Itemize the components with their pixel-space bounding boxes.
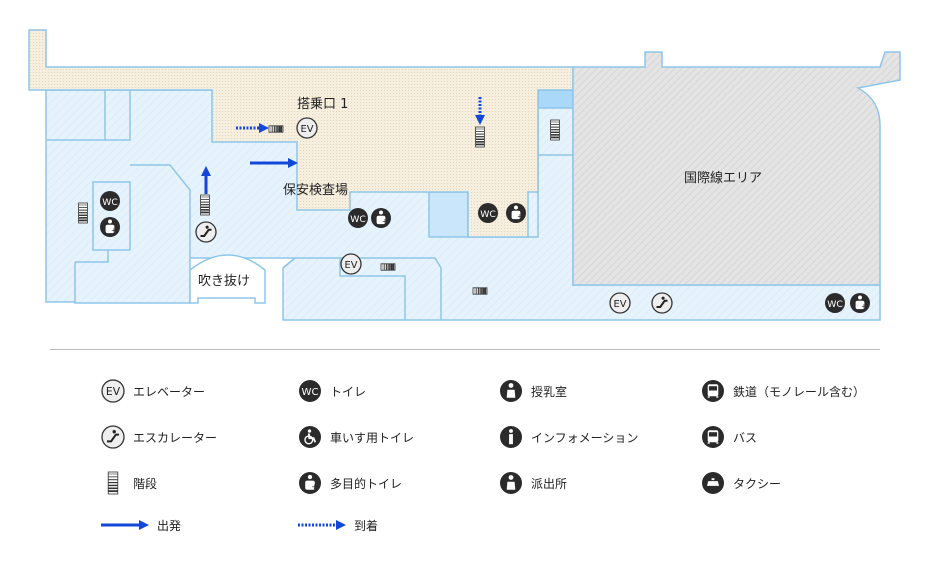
legend-item: + 多目的トイレ — [298, 471, 402, 495]
svg-text:EV: EV — [106, 385, 121, 398]
legend-label: エレベーター — [133, 384, 206, 399]
svg-text:WC: WC — [301, 387, 318, 398]
elevator-icon: EV — [340, 253, 362, 275]
divider — [50, 349, 880, 350]
legend-label: バス — [733, 430, 758, 445]
multipurpose-toilet-icon: + — [299, 472, 321, 494]
security-label: 保安検査場 — [283, 183, 348, 198]
stairs-icon — [268, 125, 284, 133]
atrium-label: 吹き抜け — [198, 273, 250, 289]
arrival-arrow-icon — [298, 520, 346, 530]
legend-item: タクシー — [701, 471, 781, 495]
departure-arrow-icon — [250, 158, 298, 168]
stairs-icon — [380, 263, 396, 271]
svg-text:WC: WC — [480, 209, 496, 220]
arrival-arrow-icon — [236, 123, 269, 133]
elevator-icon: EV — [101, 379, 125, 403]
multipurpose-toilet-icon: + — [100, 217, 120, 237]
multipurpose-toilet-icon: + — [850, 293, 870, 313]
svg-text:+: + — [517, 213, 523, 221]
legend-label: トイレ — [330, 384, 367, 399]
legend-label: 授乳室 — [531, 384, 568, 399]
departure-arrow-icon — [101, 520, 149, 530]
legend-item: インフォメーション — [499, 425, 638, 449]
svg-text:+: + — [111, 227, 117, 235]
bus-icon — [702, 426, 724, 448]
legend-label: 車いす用トイレ — [330, 430, 415, 445]
svg-text:+: + — [861, 303, 867, 311]
arrival-arrow-icon — [475, 97, 485, 125]
multipurpose-toilet-icon: + — [371, 208, 391, 228]
elevator-icon: EV — [609, 292, 631, 314]
escalator-icon — [651, 292, 673, 314]
svg-text:EV: EV — [301, 124, 314, 135]
toilet-icon: WC — [299, 380, 321, 402]
svg-text:+: + — [311, 482, 317, 491]
legend-item: 階段 — [101, 471, 157, 495]
legend-item: 派出所 — [499, 471, 567, 495]
legend-item: EV エレベーター — [101, 379, 205, 403]
toilet-icon: WC — [478, 203, 498, 223]
legend-label: エスカレーター — [133, 430, 218, 445]
svg-text:EV: EV — [345, 260, 358, 271]
legend-label: タクシー — [733, 476, 782, 491]
legend-item: 鉄道（モノレール含む） — [701, 379, 865, 403]
atrium — [189, 254, 266, 304]
svg-text:WC: WC — [827, 299, 843, 310]
elevator-icon: EV — [296, 117, 318, 139]
legend-label: 出発 — [157, 518, 182, 533]
legend-item: 授乳室 — [499, 379, 567, 403]
railway-icon — [702, 380, 724, 402]
nursing-room-icon — [500, 380, 522, 402]
svg-text:+: + — [382, 218, 388, 226]
information-icon — [500, 426, 522, 448]
international-area-label: 国際線エリア — [684, 170, 762, 186]
wheelchair-toilet-icon — [299, 426, 321, 448]
svg-text:EV: EV — [614, 299, 627, 310]
legend-item: WC トイレ — [298, 379, 366, 403]
legend-item: 車いす用トイレ — [298, 425, 414, 449]
toilet-icon: WC — [825, 293, 845, 313]
legend-label: 派出所 — [531, 476, 568, 491]
legend-item: 到着 — [298, 513, 378, 537]
taxi-icon — [702, 472, 724, 494]
legend-label: 多目的トイレ — [330, 476, 403, 491]
toilet-icon: WC — [348, 208, 368, 228]
legend-label: インフォメーション — [531, 430, 639, 445]
international-area — [572, 51, 901, 286]
police-box-icon — [500, 472, 522, 494]
toilet-icon: WC — [100, 191, 120, 211]
legend-item: 出発 — [101, 513, 181, 537]
stairs-icon — [472, 287, 488, 295]
svg-text:WC: WC — [102, 197, 118, 208]
stairs-icon — [78, 202, 88, 224]
legend-label: 階段 — [133, 476, 158, 491]
legend-label: 鉄道（モノレール含む） — [733, 384, 866, 399]
stairs-icon — [475, 126, 485, 148]
svg-text:WC: WC — [350, 214, 366, 225]
gate-label: 搭乗口 1 — [297, 96, 348, 112]
departure-arrow-icon — [201, 166, 211, 194]
multipurpose-toilet-icon: + — [506, 203, 526, 223]
legend-label: 到着 — [354, 518, 379, 533]
legend-item: バス — [701, 425, 757, 449]
stairs-icon — [200, 194, 210, 216]
floor-map: 搭乗口 1 保安検査場 国際線エリア 吹き抜け EV EV EV WC WC WC WC + +… — [28, 29, 901, 321]
legend-item: エスカレーター — [101, 425, 217, 449]
stairs-icon — [107, 471, 119, 495]
escalator-icon — [195, 221, 217, 243]
escalator-icon — [101, 425, 125, 449]
stairs-icon — [550, 119, 560, 141]
